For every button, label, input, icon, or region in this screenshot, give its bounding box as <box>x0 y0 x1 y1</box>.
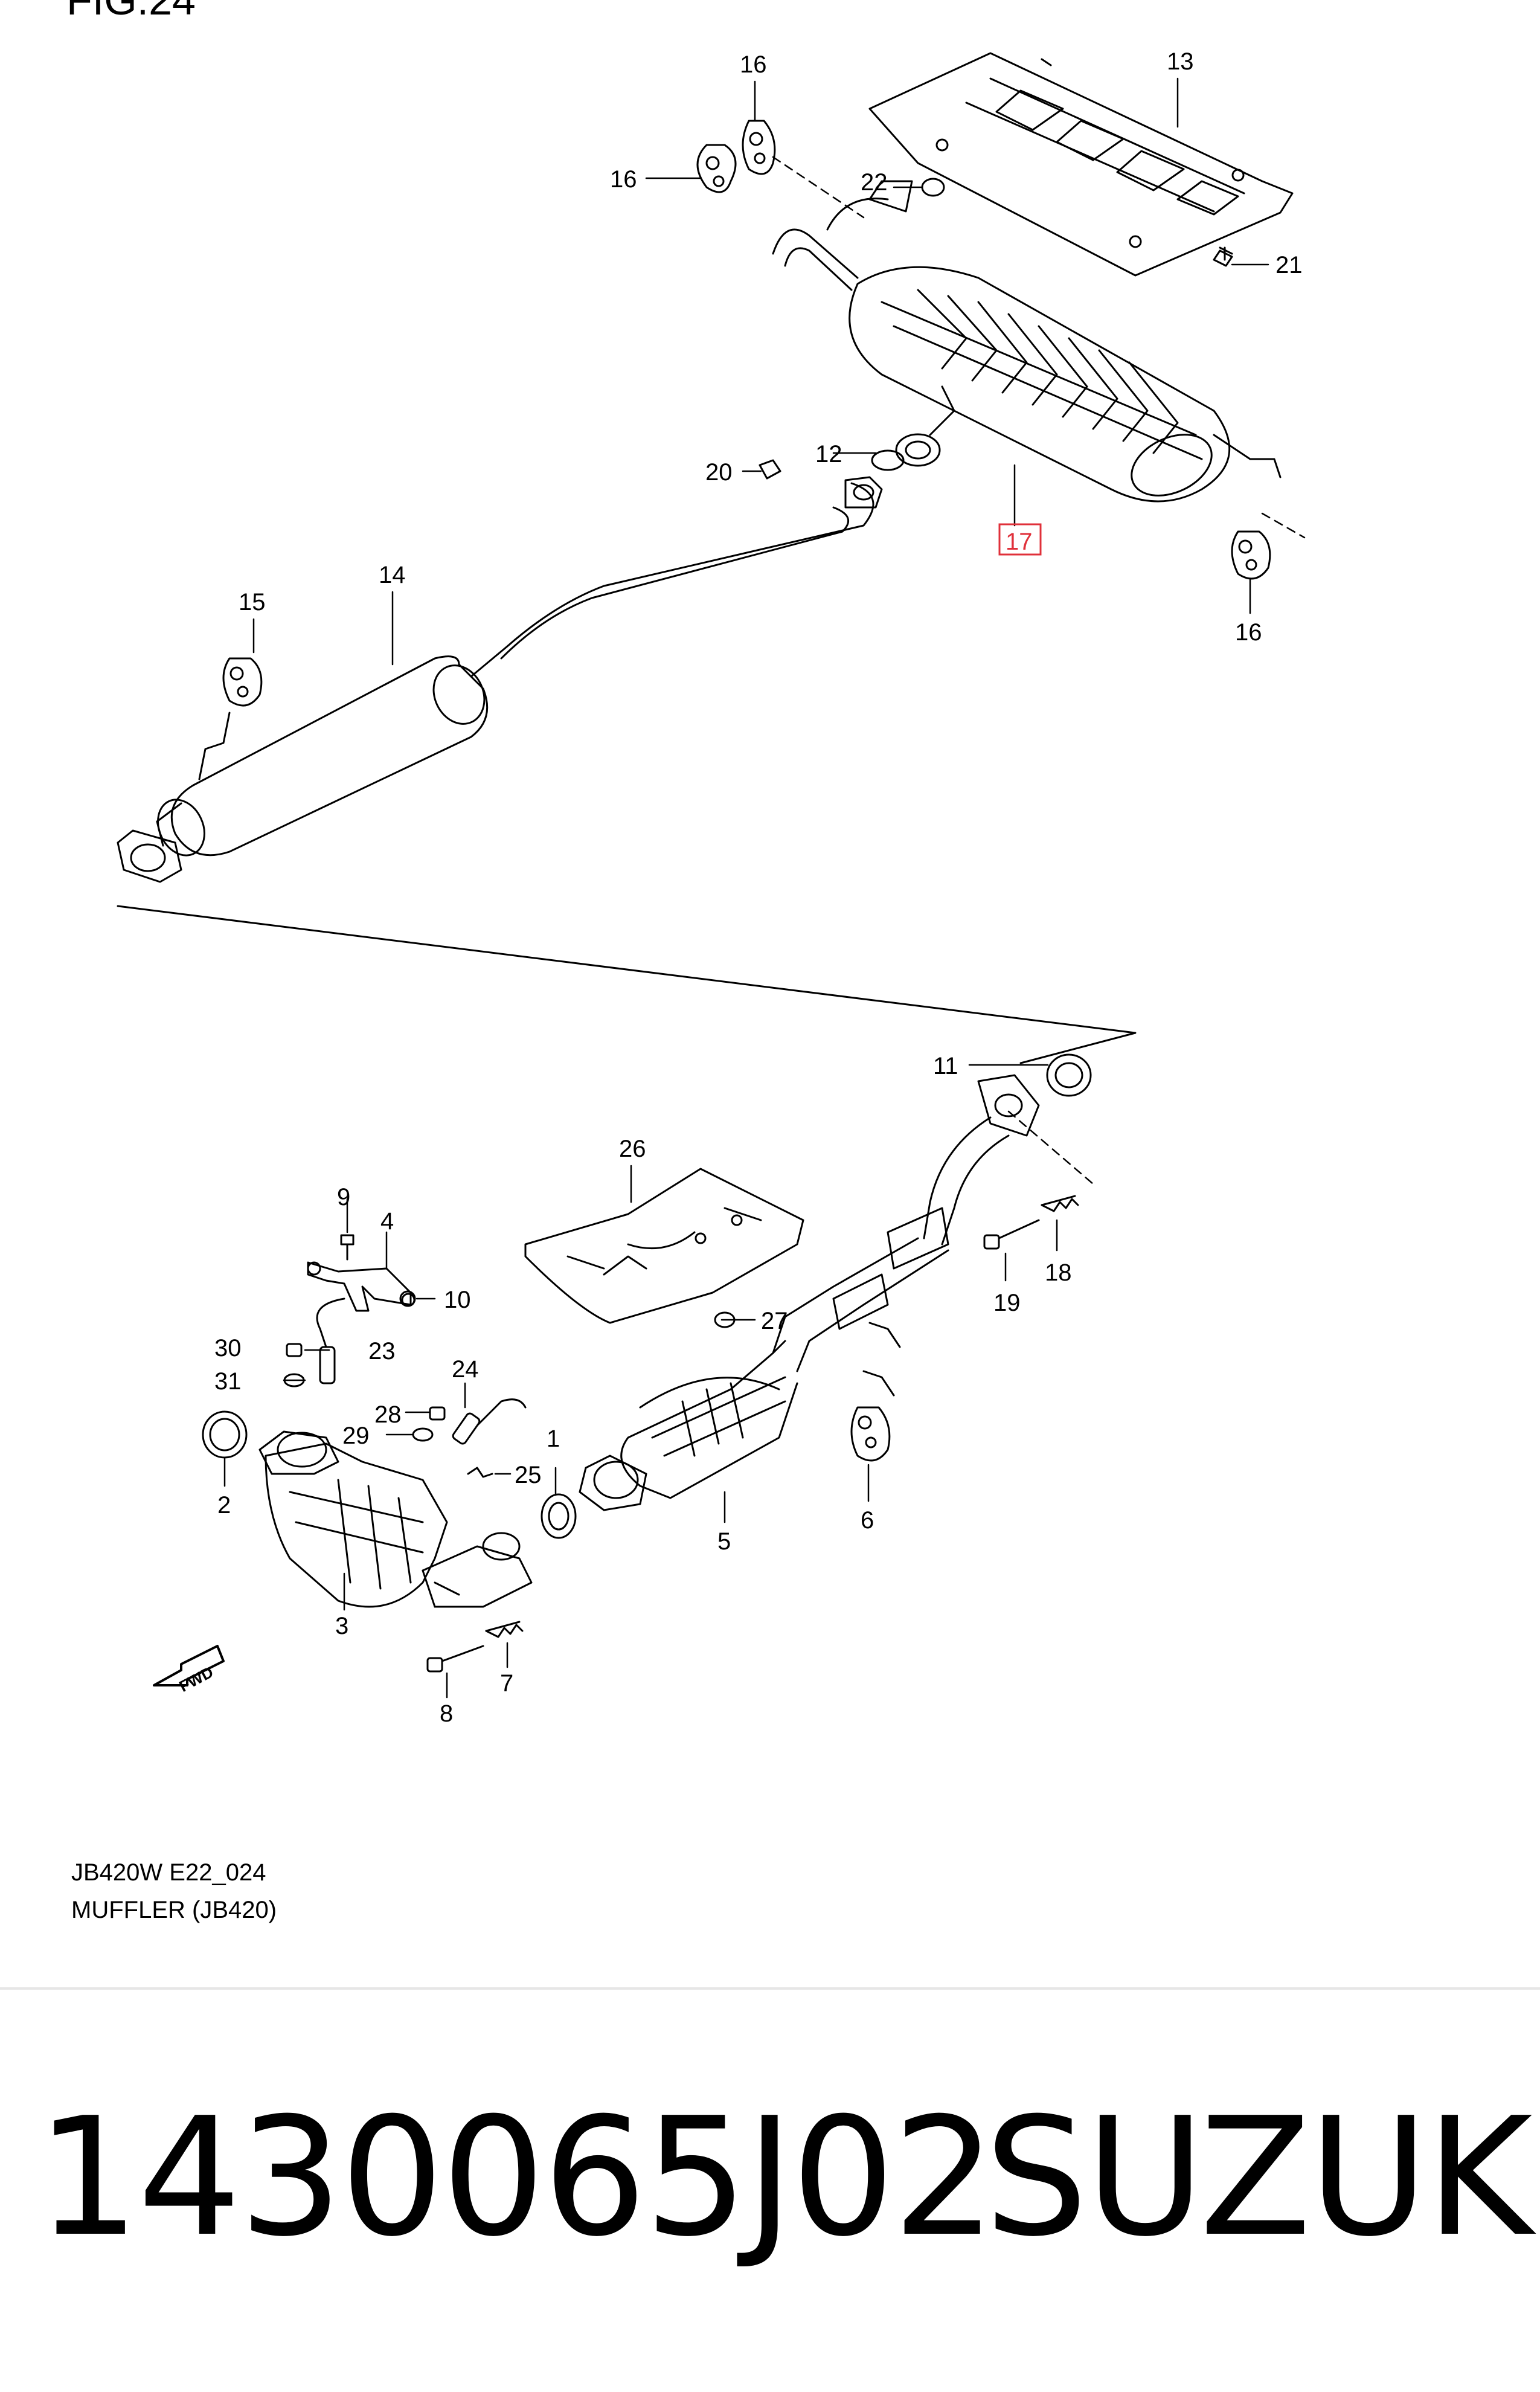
diagram-panel: FIG.24 <box>0 0 1540 1990</box>
highlight-box-17 <box>998 523 1042 556</box>
callout-12: 12 <box>815 441 842 468</box>
callout-21: 21 <box>1275 252 1303 278</box>
hanger-15 <box>222 657 263 707</box>
part-13-heat-shield <box>868 52 1294 277</box>
callout-2: 2 <box>217 1492 231 1519</box>
callout-16-b: 16 <box>610 166 637 193</box>
oxygen-sensor-24 <box>452 1398 527 1445</box>
callout-19: 19 <box>993 1290 1021 1316</box>
diagram-code: JB420W E22_024 <box>71 1859 266 1886</box>
gasket-2 <box>202 1410 248 1459</box>
part-17-rear-muffler <box>772 180 1282 503</box>
bolt-19 <box>983 1219 1040 1250</box>
callout-1: 1 <box>547 1426 560 1452</box>
hanger-16-right <box>1231 530 1271 580</box>
part-26-heat-shield <box>524 1168 804 1324</box>
part-number: 1430065J02 <box>36 2082 996 2272</box>
callout-29: 29 <box>342 1423 370 1449</box>
fwd-arrow-icon <box>153 1645 225 1686</box>
callout-28: 28 <box>374 1401 402 1428</box>
hanger-6 <box>850 1406 891 1462</box>
figure-title: FIG.24 <box>66 0 196 24</box>
callout-31: 31 <box>214 1368 242 1395</box>
brand-name: SUZUKI <box>984 2082 1540 2272</box>
callout-14: 14 <box>379 562 406 588</box>
callout-25: 25 <box>515 1462 542 1488</box>
bolt-9 <box>340 1234 355 1261</box>
callout-5: 5 <box>717 1528 731 1555</box>
hanger-16-top-left <box>696 144 737 193</box>
callout-26: 26 <box>619 1136 646 1162</box>
bolt-8 <box>426 1645 484 1673</box>
hanger-16-top <box>742 120 776 175</box>
plug-30 <box>286 1343 303 1357</box>
spring-18 <box>1041 1195 1079 1212</box>
diagram-title: MUFFLER (JB420) <box>71 1897 277 1923</box>
gasket-1 <box>541 1493 577 1539</box>
part-4-bracket <box>307 1261 416 1312</box>
leader-lines <box>223 77 1306 1699</box>
divider-line <box>117 905 1137 1064</box>
spring-7 <box>485 1621 524 1638</box>
callout-4: 4 <box>380 1208 394 1235</box>
part-5-front-pipe <box>579 1074 1040 1511</box>
callout-23: 23 <box>368 1338 396 1365</box>
callout-16-c: 16 <box>1235 619 1262 646</box>
callout-20: 20 <box>705 459 733 486</box>
callout-24: 24 <box>452 1356 479 1383</box>
oxygen-sensor-23 <box>316 1297 345 1384</box>
callout-10: 10 <box>444 1287 471 1313</box>
part-14-center-muffler <box>117 476 883 883</box>
washer-29 <box>412 1427 434 1442</box>
callout-16-a: 16 <box>740 51 767 78</box>
gasket-11 <box>1046 1053 1092 1097</box>
callout-13: 13 <box>1167 48 1194 75</box>
bolt-21 <box>1213 246 1233 267</box>
callout-18: 18 <box>1045 1259 1072 1286</box>
nut-20 <box>759 459 781 480</box>
callout-8: 8 <box>440 1700 453 1727</box>
callout-7: 7 <box>500 1670 513 1697</box>
callout-3: 3 <box>335 1613 348 1639</box>
callout-15: 15 <box>239 589 266 616</box>
callout-17: 17 <box>1006 529 1033 555</box>
callout-11: 11 <box>933 1053 958 1079</box>
gasket-12 <box>871 449 905 471</box>
nut-22 <box>921 178 945 197</box>
callout-30: 30 <box>214 1335 242 1362</box>
part-3-exhaust-manifold <box>258 1430 533 1608</box>
nut-10 <box>401 1293 415 1307</box>
callout-6: 6 <box>861 1507 874 1534</box>
exhaust-diagram: 16 13 16 22 21 12 20 17 16 14 15 11 26 9… <box>117 48 1306 1727</box>
clip-25 <box>467 1467 493 1478</box>
callout-27: 27 <box>761 1308 788 1334</box>
callout-9: 9 <box>337 1184 350 1210</box>
plug-28 <box>429 1406 446 1421</box>
callout-22: 22 <box>861 169 888 196</box>
